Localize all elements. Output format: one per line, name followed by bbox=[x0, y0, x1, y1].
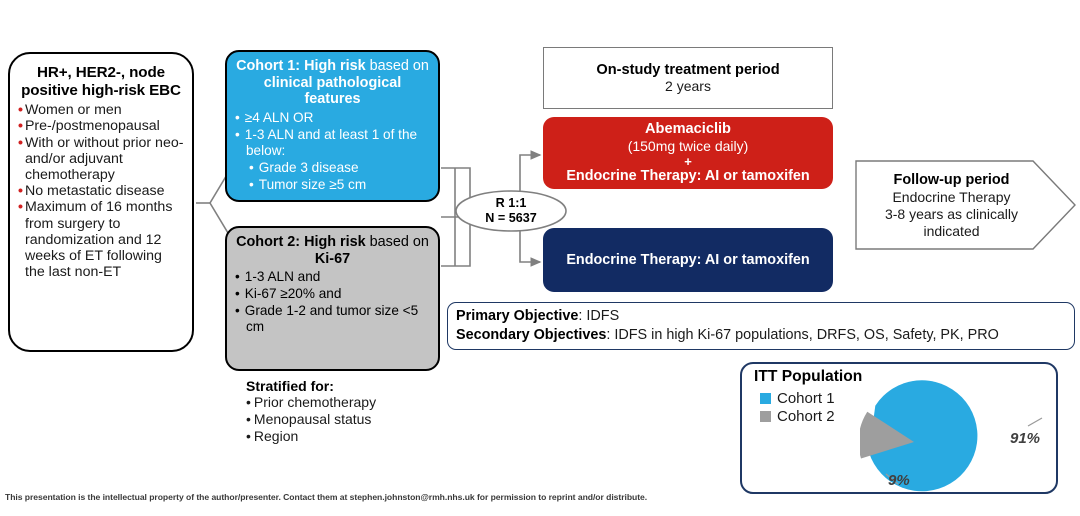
primary-objective-value: : IDFS bbox=[578, 308, 620, 324]
cohort-2-heading-tail: Ki-67 bbox=[314, 250, 351, 267]
legend-swatch-cohort-1 bbox=[760, 393, 771, 404]
cohort-1-heading-strong: Cohort 1: High risk bbox=[236, 58, 366, 74]
cohort-1-box: Cohort 1: High risk based on clinical pa… bbox=[225, 50, 440, 202]
chart-title: ITT Population bbox=[754, 368, 863, 385]
randomization-n: N = 5637 bbox=[485, 211, 536, 225]
experimental-arm-box: Abemaciclib (150mg twice daily) + Endocr… bbox=[543, 117, 833, 189]
cohort-2-criteria-list: 1-3 ALN and Ki-67 ≥20% and Grade 1-2 and… bbox=[235, 269, 430, 335]
list-item: Grade 3 disease bbox=[249, 160, 430, 176]
list-item: Women or men bbox=[18, 102, 184, 118]
chevron-shape-icon bbox=[855, 160, 1076, 250]
pie-label-9: 9% bbox=[888, 472, 910, 489]
pie-slice-cohort-1 bbox=[869, 380, 978, 492]
plus-sign: + bbox=[684, 153, 692, 169]
on-study-title: On-study treatment period bbox=[596, 62, 780, 78]
legend-label-cohort-1: Cohort 1 bbox=[777, 390, 835, 407]
list-item: Tumor size ≥5 cm bbox=[249, 177, 430, 193]
list-item: ≥4 ALN OR bbox=[235, 110, 430, 126]
cohort-2-heading: Cohort 2: High risk based on Ki-67 bbox=[235, 234, 430, 267]
leader-line-91 bbox=[1027, 417, 1043, 427]
cohort-1-heading-tail: clinical pathological features bbox=[263, 74, 402, 108]
primary-objective-line: Primary Objective: IDFS bbox=[456, 307, 1066, 326]
legend-swatch-cohort-2 bbox=[760, 411, 771, 422]
legend-item-cohort-1: Cohort 1 bbox=[760, 390, 835, 407]
stratification-list: Prior chemotherapy Menopausal status Reg… bbox=[246, 394, 461, 444]
legend-label-cohort-2: Cohort 2 bbox=[777, 408, 835, 425]
experimental-backbone: Endocrine Therapy: AI or tamoxifen bbox=[566, 168, 810, 185]
on-study-period-box: On-study treatment period 2 years bbox=[543, 47, 833, 109]
pie-chart bbox=[860, 380, 1043, 492]
secondary-objective-label: Secondary Objectives bbox=[456, 326, 607, 343]
cohort-1-heading-mid: based on bbox=[365, 58, 429, 74]
list-item: Prior chemotherapy bbox=[246, 394, 461, 411]
eligibility-title: HR+, HER2-, node positive high-risk EBC bbox=[21, 64, 181, 99]
objectives-box: Primary Objective: IDFS Secondary Object… bbox=[447, 302, 1075, 350]
list-item: With or without prior neo- and/or adjuva… bbox=[18, 135, 184, 184]
follow-up-period-box: Follow-up period Endocrine Therapy 3-8 y… bbox=[855, 160, 1077, 250]
stratification-title: Stratified for: bbox=[246, 378, 334, 394]
list-item: 1-3 ALN and at least 1 of the below: bbox=[235, 127, 430, 159]
list-item: Pre-/postmenopausal bbox=[18, 118, 184, 134]
list-item: Maximum of 16 months from surgery to ran… bbox=[18, 199, 184, 280]
follow-up-line2: Endocrine Therapy bbox=[892, 189, 1011, 206]
cohort-2-box: Cohort 2: High risk based on Ki-67 1-3 A… bbox=[225, 226, 440, 371]
itt-population-panel: ITT Population Cohort 1 Cohort 2 bbox=[740, 362, 1058, 494]
follow-up-line4: indicated bbox=[923, 222, 980, 239]
cohort-1-subcriteria-list: Grade 3 disease Tumor size ≥5 cm bbox=[249, 160, 430, 193]
on-study-duration: 2 years bbox=[665, 78, 711, 94]
list-item: Menopausal status bbox=[246, 411, 461, 428]
list-item: 1-3 ALN and bbox=[235, 269, 430, 285]
legend-item-cohort-2: Cohort 2 bbox=[760, 408, 835, 425]
control-arm-label: Endocrine Therapy: AI or tamoxifen bbox=[566, 252, 810, 268]
leader-line-9 bbox=[885, 473, 899, 485]
cohort-1-heading: Cohort 1: High risk based on clinical pa… bbox=[235, 58, 430, 108]
experimental-drug: Abemaciclib bbox=[645, 120, 731, 137]
primary-objective-label: Primary Objective bbox=[456, 308, 579, 324]
pie-slice-cohort-2 bbox=[860, 411, 914, 459]
secondary-objective-line: Secondary Objectives: IDFS in high Ki-67… bbox=[456, 326, 1066, 345]
eligibility-box: HR+, HER2-, node positive high-risk EBC … bbox=[8, 52, 194, 352]
randomization-ratio: R 1:1 bbox=[496, 196, 527, 210]
list-item: Ki-67 ≥20% and bbox=[235, 286, 430, 302]
list-item: No metastatic disease bbox=[18, 183, 184, 199]
list-item: Grade 1-2 and tumor size <5 cm bbox=[235, 303, 430, 335]
follow-up-title: Follow-up period bbox=[893, 172, 1010, 188]
follow-up-line3: 3-8 years as clinically bbox=[884, 206, 1019, 223]
pie-label-91: 91% bbox=[1010, 430, 1041, 447]
cohort-2-heading-strong: Cohort 2: High risk bbox=[236, 234, 366, 250]
cohort-1-criteria-list: ≥4 ALN OR 1-3 ALN and at least 1 of the … bbox=[235, 110, 430, 193]
experimental-dose: (150mg twice daily) bbox=[627, 138, 749, 155]
control-arm-box: Endocrine Therapy: AI or tamoxifen bbox=[543, 228, 833, 292]
stratification-block: Stratified for: Prior chemotherapy Menop… bbox=[246, 378, 461, 444]
follow-up-text: Follow-up period Endocrine Therapy 3-8 y… bbox=[859, 172, 1044, 240]
footer-disclaimer: This presentation is the intellectual pr… bbox=[5, 492, 648, 502]
cohort-2-heading-mid: based on bbox=[365, 234, 429, 250]
chart-legend: Cohort 1 Cohort 2 bbox=[760, 390, 835, 426]
secondary-objective-value: : IDFS in high Ki-67 populations, DRFS, … bbox=[606, 326, 999, 343]
eligibility-criteria-list: Women or men Pre-/postmenopausal With or… bbox=[18, 102, 184, 280]
list-item: Region bbox=[246, 428, 461, 445]
